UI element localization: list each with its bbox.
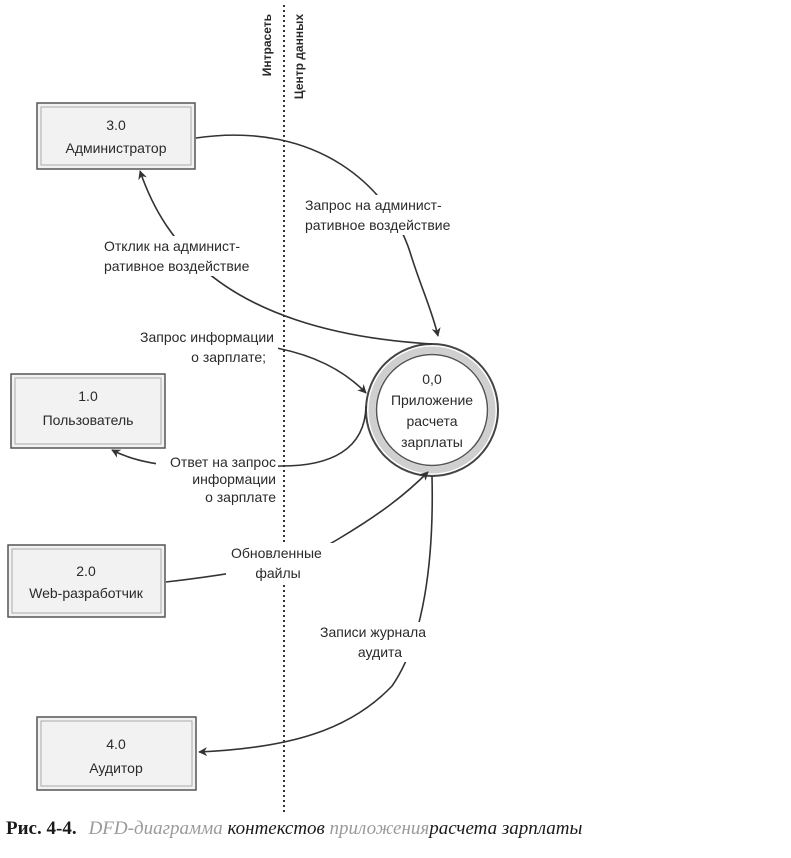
flow-updated-files-line2: файлы <box>255 565 300 581</box>
figure-caption: Рис. 4-4. DFD-диаграмма контекстов прилож… <box>6 818 582 840</box>
flow-admin-request-arrow <box>195 134 441 337</box>
flow-label-admin-request: Запрос на админист- ративное воздействие <box>300 195 470 235</box>
flow-label-updated-files: Обновленные файлы <box>226 543 336 583</box>
entity-admin-name: Администратор <box>65 140 166 156</box>
caption-figure-number: Рис. 4-4. <box>6 818 77 839</box>
entity-developer-name: Web-разработчик <box>29 585 144 601</box>
process-id: 0,0 <box>422 371 442 387</box>
entity-auditor-id: 4.0 <box>106 736 126 752</box>
process-name-line1: Приложение <box>391 392 473 408</box>
flow-audit-log-line1: Записи журнала <box>320 624 426 640</box>
flow-audit-log-line2: аудита <box>358 644 402 660</box>
flow-info-request-arrow <box>264 345 367 394</box>
flow-info-response-line2: информации <box>192 471 276 487</box>
caption-part-1: DFD-диаграмма <box>88 818 223 839</box>
entity-user: 1.0 Пользователь <box>10 373 166 449</box>
flow-admin-request-line2: ративное воздействие <box>305 217 451 233</box>
flow-admin-request-line1: Запрос на админист- <box>305 197 442 213</box>
caption-part-3: приложения <box>329 818 430 839</box>
flow-audit-log-arrow <box>198 475 434 757</box>
flow-label-info-request: Запрос информации о зарплате; <box>116 327 278 367</box>
process-payroll: 0,0 Приложение расчета зарплаты <box>365 343 499 477</box>
flow-admin-response-line1: Отклик на админист- <box>104 238 240 254</box>
flow-label-audit-log: Записи журнала аудита <box>315 622 445 662</box>
caption-part-4: расчета зарплаты <box>429 818 583 839</box>
flow-info-request-line2: о зарплате; <box>191 349 266 365</box>
entity-developer-id: 2.0 <box>76 563 96 579</box>
flow-info-response-arrow <box>111 405 367 469</box>
flow-label-admin-response: Отклик на админист- ративное воздействие <box>100 236 266 276</box>
process-name-line2: расчета <box>406 413 457 429</box>
entity-user-id: 1.0 <box>78 388 98 404</box>
entity-admin: 3.0 Администратор <box>36 102 196 170</box>
flow-info-response-line3: о зарплате <box>205 489 276 505</box>
process-name-line3: зарплаты <box>401 434 463 450</box>
caption-part-2: контекстов <box>227 818 325 839</box>
entity-auditor: 4.0 Аудитор <box>36 716 197 791</box>
zone-label-datacenter: Центр данных <box>292 14 306 99</box>
flow-updated-files-line1: Обновленные <box>231 545 322 561</box>
flow-info-request-line1: Запрос информации <box>140 329 274 345</box>
entity-admin-id: 3.0 <box>106 117 126 133</box>
zone-label-intranet: Интрасеть <box>260 14 274 76</box>
entity-user-name: Пользователь <box>43 412 134 428</box>
entity-auditor-name: Аудитор <box>89 760 143 776</box>
entity-developer: 2.0 Web-разработчик <box>7 544 166 618</box>
flow-label-info-response: Ответ на запрос информации о зарплате <box>156 452 278 508</box>
flow-info-response-line1: Ответ на запрос <box>170 454 276 470</box>
flow-admin-response-line2: ративное воздействие <box>104 258 250 274</box>
flow-admin-response-arrow <box>138 170 433 345</box>
